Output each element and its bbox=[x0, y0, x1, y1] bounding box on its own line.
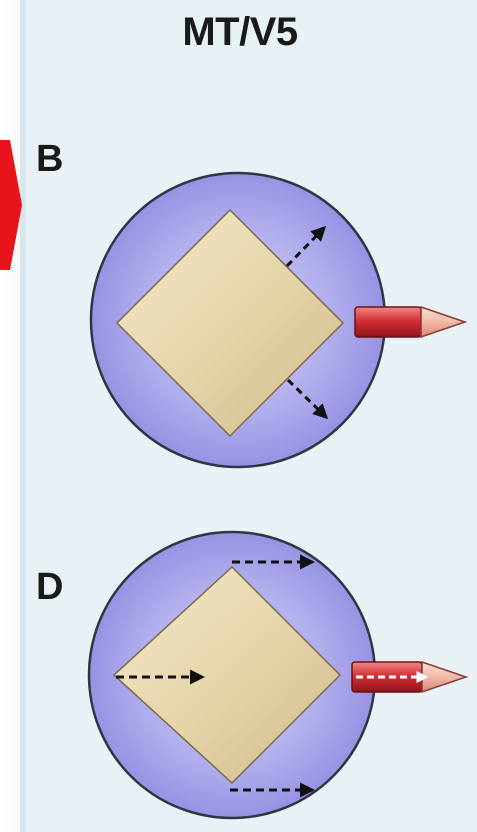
panel-b-dashed-arrow-lower bbox=[286, 378, 329, 420]
panel-d-diamond bbox=[112, 565, 342, 785]
panel-edge-shade bbox=[20, 0, 26, 832]
panel-b-diamond bbox=[115, 208, 345, 438]
panel-b-diagram bbox=[89, 171, 468, 469]
red-pointer-arrow-icon bbox=[351, 660, 469, 694]
panel-label-b: B bbox=[36, 138, 64, 180]
red-arrow-marker-icon bbox=[0, 140, 22, 270]
red-pointer-arrow-icon bbox=[354, 305, 468, 339]
panel-label-d: D bbox=[36, 566, 64, 608]
figure-title: MT/V5 bbox=[182, 10, 298, 54]
panel-b-dashed-arrow-upper bbox=[285, 225, 327, 268]
panel-d-diagram bbox=[87, 530, 469, 820]
